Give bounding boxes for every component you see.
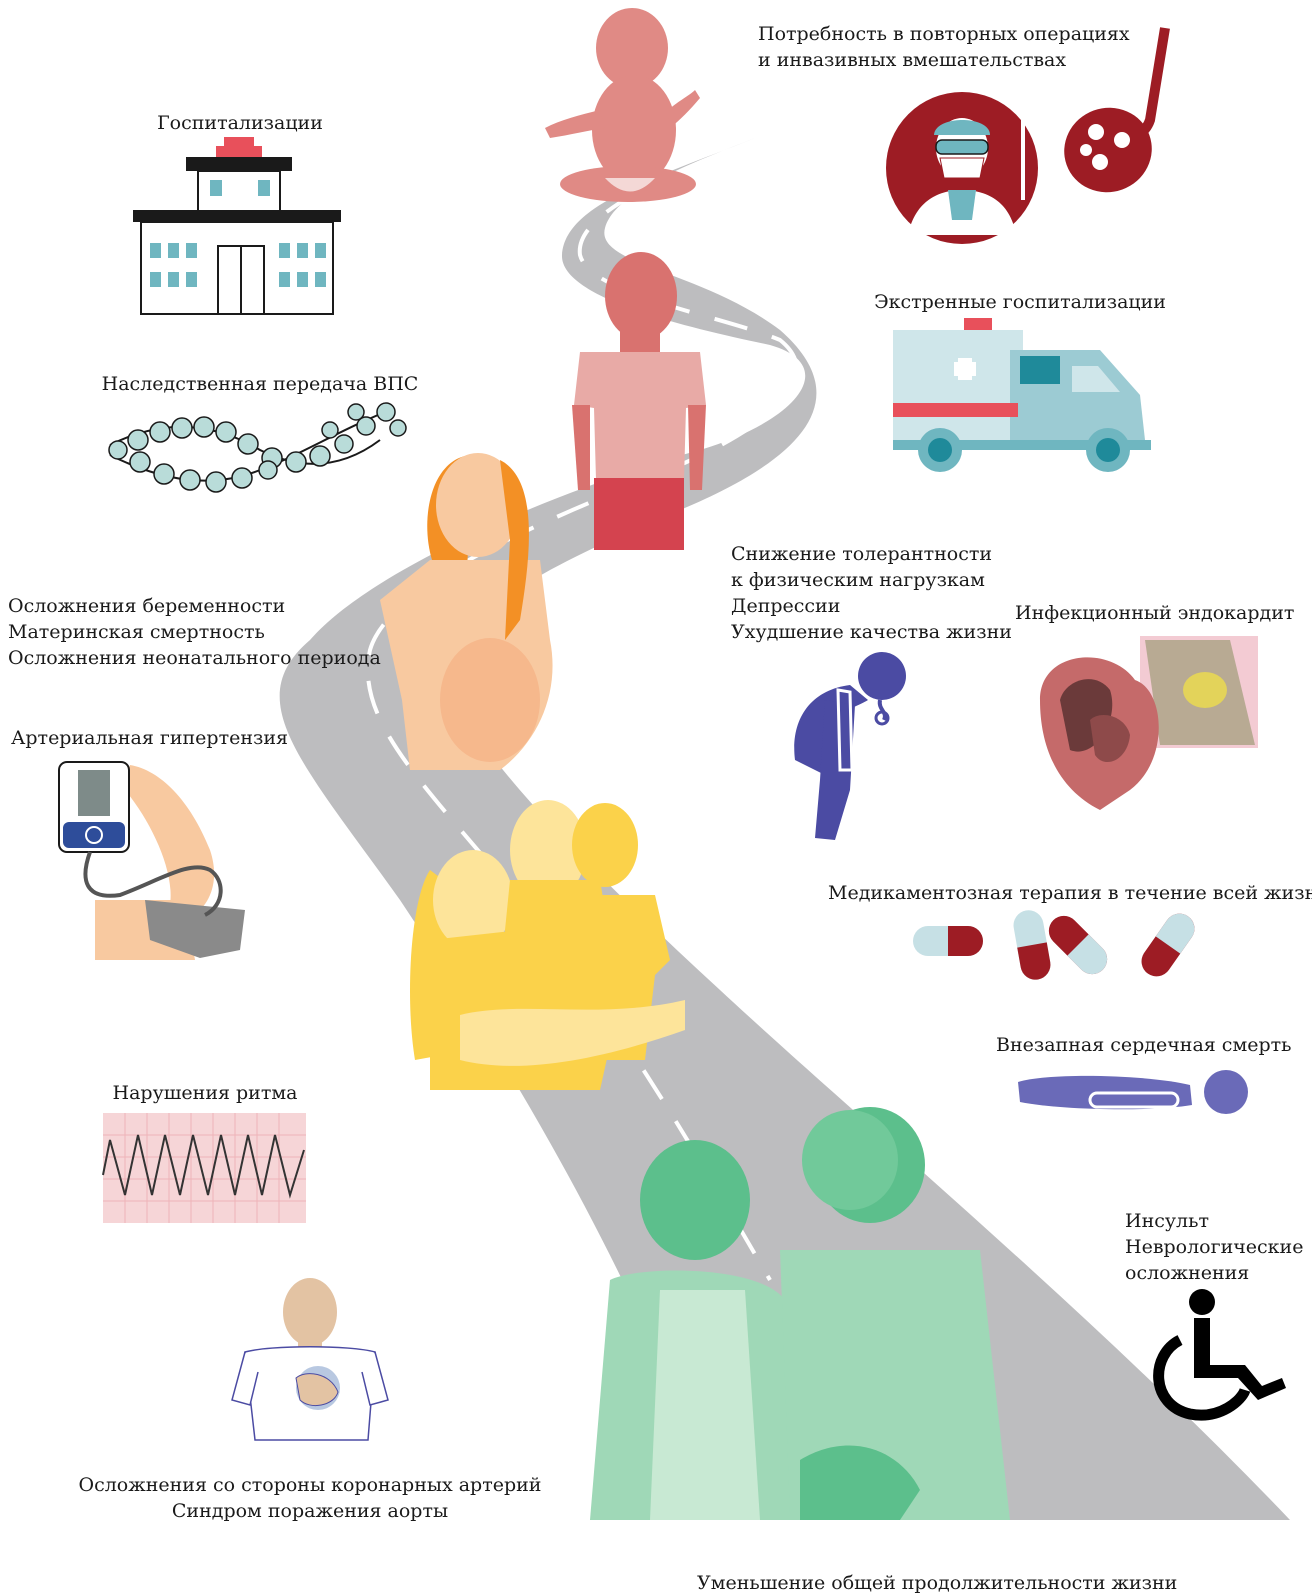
lying-person-icon <box>1018 1070 1248 1114</box>
baby-diaper <box>605 178 655 192</box>
label-hypertension: Артериальная гипертензия <box>11 727 289 749</box>
label-life-expectancy: Уменьшение общей продолжительности жизни <box>697 1572 1178 1594</box>
heart-icon <box>1040 636 1258 810</box>
label-hospitalizations: Госпитализации <box>157 112 323 134</box>
ecg-icon <box>102 1113 306 1223</box>
label-pregnancy: Осложнения беременности Материнская смер… <box>8 595 381 669</box>
child-figure <box>572 252 706 550</box>
dna-icon <box>108 402 407 493</box>
label-coronary-aorta: Осложнения со стороны коронарных артерий… <box>78 1474 542 1522</box>
label-lifelong-therapy: Медикаментозная терапия в течение всей ж… <box>828 882 1312 904</box>
chest-pain-icon <box>231 1278 389 1441</box>
surgical-lamp-icon <box>1064 27 1170 193</box>
label-endocarditis: Инфекционный эндокардит <box>1015 602 1295 624</box>
baby-figure <box>545 8 700 202</box>
family-figure <box>410 800 685 1090</box>
ambulance-icon <box>893 318 1151 472</box>
road <box>279 138 1290 1520</box>
label-stroke: Инсульт Неврологические осложнения <box>1125 1210 1304 1284</box>
road-center-line <box>365 143 799 1282</box>
pills-icon <box>913 910 1195 980</box>
label-heredity: Наследственная передача ВПС <box>101 373 419 395</box>
label-arrhythmia: Нарушения ритма <box>112 1082 298 1104</box>
elderly-couple-figure <box>590 1107 1010 1520</box>
surgeon-icon <box>886 92 1038 244</box>
blood-pressure-monitor-icon <box>58 761 245 960</box>
pregnant-woman-figure <box>380 453 553 770</box>
label-sudden-death: Внезапная сердечная смерть <box>996 1034 1292 1056</box>
hospital-icon <box>133 137 341 315</box>
label-emergency-hospitalizations: Экстренные госпитализации <box>874 291 1166 313</box>
label-repeat-operations: Потребность в повторных операциях и инва… <box>758 23 1130 71</box>
wheelchair-icon <box>1153 1289 1286 1421</box>
label-exercise-depression-quality: Снижение толерантности к физическим нагр… <box>731 543 1012 643</box>
tired-person-icon <box>794 652 906 840</box>
